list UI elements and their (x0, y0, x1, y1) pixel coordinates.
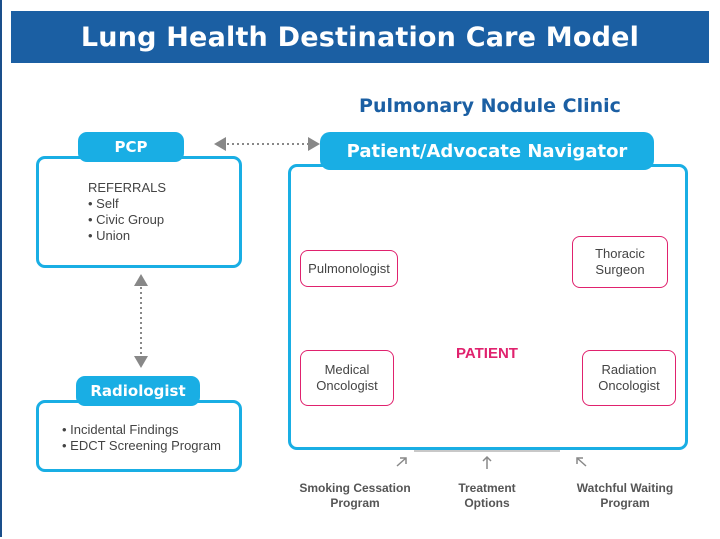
pulmonologist-text: Pulmonologist (308, 260, 390, 276)
footer-watchful-waiting: Watchful Waiting Program (560, 481, 690, 511)
navigator-label: Patient/Advocate Navigator (320, 132, 654, 170)
smoking-line1: Smoking Cessation (299, 481, 411, 495)
radiation-text-line2: Oncologist (598, 378, 660, 393)
medical-text-line1: Medical (324, 362, 370, 377)
watchful-line2: Program (600, 496, 650, 510)
role-medical-oncologist: Medical Oncologist (300, 350, 394, 406)
patient-label: PATIENT (456, 345, 518, 362)
footer-treatment-options: Treatment Options (437, 481, 537, 511)
watchful-waiting-arrow (576, 457, 587, 467)
role-thoracic-surgeon: Thoracic Surgeon (572, 236, 668, 288)
thoracic-text-line1: Thoracic (595, 246, 645, 261)
radiologist-item-incidental-findings: • Incidental Findings (62, 422, 179, 437)
referral-item-union: • Union (88, 228, 131, 243)
connector-arrowhead-left (214, 137, 226, 151)
treatment-line1: Treatment (458, 481, 516, 495)
radiologist-items: • Incidental Findings • EDCT Screening P… (62, 422, 221, 454)
smoking-line2: Program (330, 496, 380, 510)
radiation-text-line1: Radiation (601, 362, 657, 377)
clinic-title: Pulmonary Nodule Clinic (359, 95, 621, 117)
watchful-line1: Watchful Waiting (576, 481, 674, 495)
radiologist-label: Radiologist (76, 376, 200, 406)
footer-smoking-cessation: Smoking Cessation Program (292, 481, 418, 511)
clinic-box (288, 164, 688, 450)
pcp-referrals: REFERRALS • Self • Civic Group • Union (88, 180, 166, 244)
thoracic-text-line2: Surgeon (595, 262, 645, 277)
smoking-cessation-arrow (396, 457, 407, 467)
connector-arrowhead-up (134, 274, 148, 286)
treatment-options-arrow (482, 455, 492, 469)
referral-item-self: • Self (88, 196, 119, 211)
radiologist-item-edct-screening: • EDCT Screening Program (62, 438, 221, 453)
role-pulmonologist: Pulmonologist (300, 250, 398, 287)
referral-item-civic-group: • Civic Group (88, 212, 165, 227)
medical-text-line2: Oncologist (316, 378, 378, 393)
pcp-label: PCP (78, 132, 184, 162)
radiologist-box (36, 400, 242, 472)
referrals-header: REFERRALS (88, 180, 167, 195)
connector-arrowhead-right (308, 137, 320, 151)
connector-arrowhead-down (134, 356, 148, 368)
role-radiation-oncologist: Radiation Oncologist (582, 350, 676, 406)
pcp-box (36, 156, 242, 268)
diagram-title: Lung Health Destination Care Model (11, 11, 709, 63)
treatment-line2: Options (464, 496, 510, 510)
